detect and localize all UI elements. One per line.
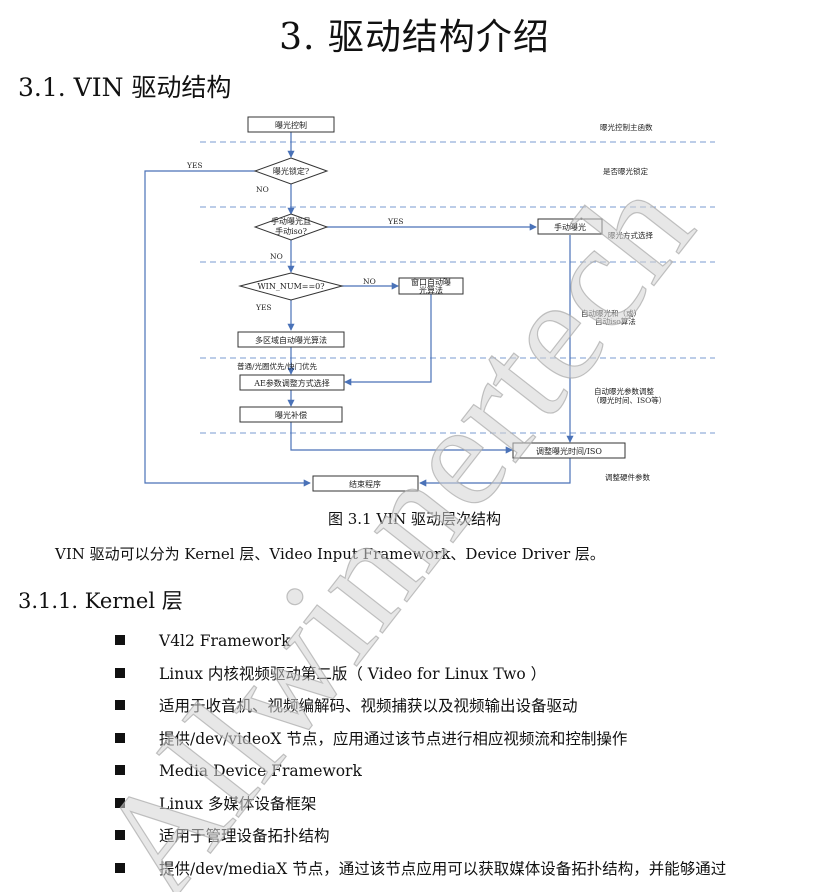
list-item: V4l2 Framework [115, 630, 726, 663]
list-item: Linux 多媒体设备框架 [115, 793, 726, 826]
node-label: 多区域自动曝光算法 [255, 335, 327, 345]
bullet-square-icon [115, 635, 125, 645]
flow-label: 普通/光圈优先/快门优先 [237, 361, 318, 371]
node-label: 光算法 [419, 285, 443, 295]
node-label: WIN_NUM==0? [257, 282, 324, 291]
list-item: 适用于管理设备拓扑结构 [115, 825, 726, 858]
figure-caption: 图 3.1 VIN 驱动层次结构 [327, 510, 502, 528]
exposure-control-node [247, 116, 335, 133]
page-title: 3. 驱动结构介绍 [279, 17, 550, 58]
flow-label: YES [255, 303, 272, 312]
ae-select-node [239, 374, 345, 391]
bullet-square-icon [115, 830, 125, 840]
stage-label: 是否曝光锁定 [603, 166, 648, 176]
node-label: 手动曝光 [554, 222, 586, 232]
adjust-time-node [512, 442, 626, 459]
stage-label: 调整硬件参数 [605, 472, 650, 482]
list-item: Linux 内核视频驱动第二版（ Video for Linux Two ） [115, 663, 726, 696]
bullet-square-icon [115, 797, 125, 808]
list-item: 提供/dev/mediaX 节点，通过该节点应用可以获取媒体设备拓扑结构，并能够… [115, 858, 726, 891]
stage-label: 曝光控制主函数 [600, 122, 653, 132]
manual-exposure-node [537, 218, 603, 235]
list-item-text: Linux 内核视频驱动第二版（ Video for Linux Two ） [159, 664, 547, 683]
compensation-node [239, 406, 343, 423]
bullet-square-icon [115, 700, 125, 710]
list-item-text: 适用于管理设备拓扑结构 [159, 827, 330, 845]
section-heading: 3.1. VIN 驱动结构 [18, 73, 232, 102]
list-item: 提供/dev/videoX 节点，应用通过该节点进行相应视频流和控制操作 [115, 728, 726, 761]
node-label: 手动iso? [275, 226, 307, 236]
flow-label: 自动iso算法 [595, 316, 636, 326]
subsection-heading: 3.1.1. Kernel 层 [18, 589, 183, 613]
bullet-square-icon [115, 765, 125, 775]
list-item: Media Device Framework [115, 760, 726, 793]
stage-label: 曝光方式选择 [608, 230, 653, 240]
stage-label: 自动曝光参数调整 [594, 386, 654, 396]
node-label: AE参数调整方式选择 [253, 378, 330, 388]
flow-label: NO [363, 277, 376, 286]
node-label: 曝光锁定? [273, 166, 309, 176]
list-item-text: Media Device Framework [159, 762, 362, 780]
list-item-text: V4l2 Framework [159, 632, 291, 650]
stage-label: （曝光时间、ISO等） [592, 395, 666, 405]
bullet-square-icon [115, 862, 125, 873]
end-node [312, 475, 419, 492]
flow-label: NO [256, 185, 269, 194]
bullet-square-icon [115, 732, 125, 743]
flow-label: YES [186, 161, 203, 170]
stage-dividers [200, 141, 715, 434]
body-paragraph: VIN 驱动可以分为 Kernel 层、Video Input Framewor… [55, 545, 605, 563]
node-label: 手动曝光且 [271, 216, 311, 226]
list-item-text: 提供/dev/videoX 节点，应用通过该节点进行相应视频流和控制操作 [159, 729, 628, 748]
node-label: 结束程序 [349, 479, 381, 489]
bullet-square-icon [115, 667, 125, 678]
lock-decision-node [253, 157, 329, 185]
node-label: 曝光控制 [275, 120, 307, 130]
flowchart-figure: 曝光控制 曝光锁定? 手动曝光且 手动iso? 手动曝光 WIN_NUM==0?… [144, 116, 715, 492]
manual-decision-node [253, 213, 329, 241]
flow-label: 自动曝光和（或） [581, 308, 641, 318]
node-label: 曝光补偿 [275, 410, 307, 420]
flow-label: YES [387, 217, 404, 226]
list-item: 适用于收音机、视频编解码、视频捕获以及视频输出设备驱动 [115, 695, 726, 728]
flow-label: NO [270, 252, 283, 261]
list-item-text: 适用于收音机、视频编解码、视频捕获以及视频输出设备驱动 [159, 697, 578, 715]
window-auto-node [398, 277, 464, 295]
bullet-list: V4l2 Framework Linux 内核视频驱动第二版（ Video fo… [115, 630, 726, 890]
multi-zone-node [237, 331, 345, 348]
list-item-text: 提供/dev/mediaX 节点，通过该节点应用可以获取媒体设备拓扑结构，并能够… [159, 859, 727, 878]
list-item-text: Linux 多媒体设备框架 [159, 794, 317, 813]
win-decision-node [238, 272, 344, 301]
node-label: 窗口自动曝 [411, 277, 451, 287]
flow-connectors [144, 132, 574, 487]
node-label: 调整曝光时间/ISO [536, 446, 602, 456]
